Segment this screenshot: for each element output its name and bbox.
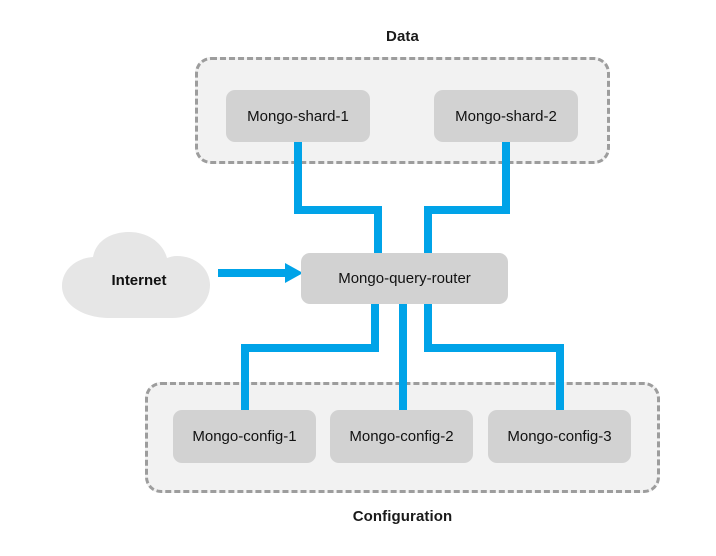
internet-label: Internet [111, 272, 167, 289]
group-configuration-caption: Configuration [352, 508, 453, 525]
node-mongo-shard-1[interactable]: Mongo-shard-1 [226, 90, 370, 142]
node-mongo-query-router[interactable]: Mongo-query-router [301, 253, 508, 304]
internet-cloud-icon [60, 230, 218, 320]
node-mongo-config-2[interactable]: Mongo-config-2 [330, 410, 473, 463]
node-mongo-shard-2[interactable]: Mongo-shard-2 [434, 90, 578, 142]
wire-internet-router [218, 263, 303, 283]
node-mongo-config-1[interactable]: Mongo-config-1 [173, 410, 316, 463]
group-data-caption: Data [386, 28, 419, 45]
node-mongo-config-3[interactable]: Mongo-config-3 [488, 410, 631, 463]
